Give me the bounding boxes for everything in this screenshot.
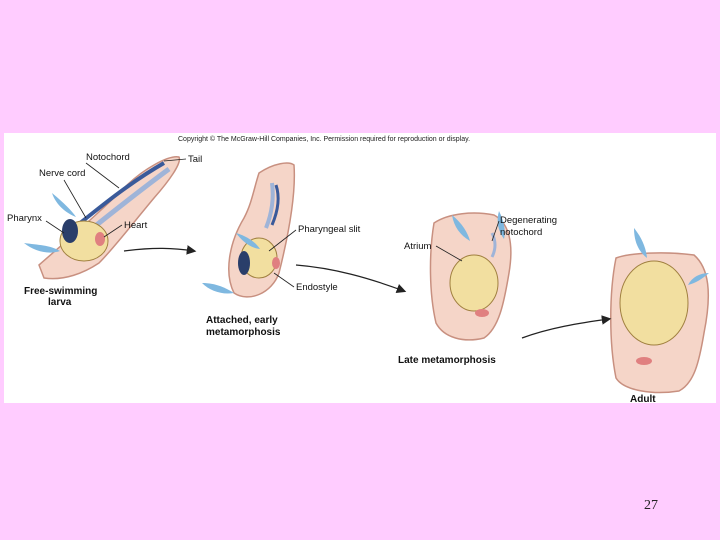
leader-nerve-cord <box>63 179 87 219</box>
diagram-figure: Copyright © The McGraw-Hill Companies, I… <box>4 133 716 405</box>
early-pharynx-dark <box>238 251 250 275</box>
stage-larva-line2: larva <box>48 297 72 308</box>
leader-atrium <box>435 245 463 262</box>
early-nerve-cord <box>270 184 280 226</box>
label-tail: Tail <box>188 154 203 165</box>
larva-siphon-current-1 <box>52 193 76 217</box>
label-atrium: Atrium <box>404 241 432 252</box>
leader-endostyle <box>273 272 295 288</box>
early-heart <box>272 257 280 269</box>
stage-adult: Adult <box>630 394 656 405</box>
early-siphon-current-2 <box>202 283 234 294</box>
stage-early-line2: metamorphosis <box>206 327 281 338</box>
early-notochord <box>264 182 275 229</box>
copyright-notice: Copyright © The McGraw-Hill Companies, I… <box>178 136 471 143</box>
stage-early-line1: Attached, early <box>206 315 278 326</box>
page-number: 27 <box>644 498 658 513</box>
stage-late: Late metamorphosis <box>398 355 496 366</box>
label-degenerating-notochord-1: Degenerating <box>500 215 558 226</box>
leader-pharyngeal-slit <box>268 229 297 252</box>
label-pharyngeal-slit: Pharyngeal slit <box>298 224 361 235</box>
early-metamorphosis-illustration <box>202 162 296 298</box>
label-degenerating-notochord-2: notochord <box>500 227 543 238</box>
label-notochord: Notochord <box>86 152 130 163</box>
larva-siphon-current-2 <box>24 243 60 253</box>
late-siphon-current-1 <box>452 215 470 241</box>
adult-siphon-current-1 <box>634 228 647 258</box>
late-metamorphosis-illustration <box>429 211 512 341</box>
label-nerve-cord: Nerve cord <box>39 168 86 179</box>
arrow-early-to-late <box>295 264 407 293</box>
leader-degenerating-notochord <box>491 220 500 242</box>
label-endostyle: Endostyle <box>296 282 338 293</box>
metamorphosis-drawing <box>24 156 710 394</box>
adult-siphon-current-2 <box>688 273 709 285</box>
arrow-larva-to-early <box>123 245 197 255</box>
label-pharynx: Pharynx <box>7 213 42 224</box>
early-siphon-current-1 <box>236 233 260 249</box>
larva-pharynx-dark <box>62 219 78 243</box>
leader-heart <box>103 224 123 238</box>
late-pharynx <box>449 254 499 312</box>
label-heart: Heart <box>124 220 148 231</box>
late-siphon-current-2 <box>497 211 505 239</box>
arrow-late-to-adult <box>521 315 612 339</box>
adult-pharynx <box>619 260 689 346</box>
late-heart <box>475 309 489 317</box>
stage-arrows <box>123 245 612 339</box>
leader-pharynx <box>45 220 65 234</box>
leader-lines <box>45 158 500 288</box>
larva-heart <box>95 232 105 246</box>
adult-heart <box>636 357 652 365</box>
late-degenerating-notochord <box>490 232 497 258</box>
stage-larva-line1: Free-swimming <box>24 286 98 297</box>
larva-illustration <box>24 156 181 280</box>
leader-tail <box>163 158 187 162</box>
leader-notochord <box>85 162 120 189</box>
adult-illustration <box>610 228 710 394</box>
